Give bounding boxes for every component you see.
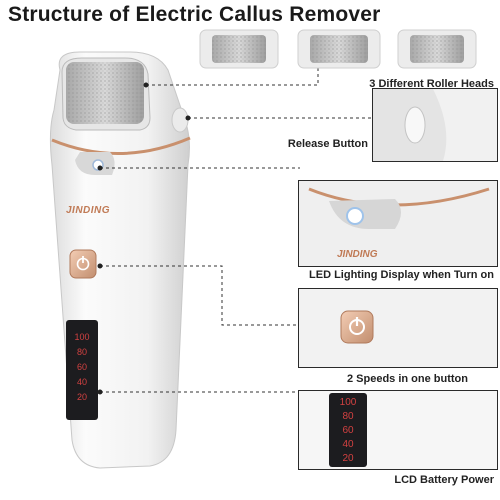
label-led-lighting: LED Lighting Display when Turn on bbox=[309, 269, 494, 281]
battery-lcd-closeup: 100 80 60 40 20 bbox=[329, 393, 367, 467]
label-release-button: Release Button bbox=[287, 138, 368, 150]
speed-button-closeup bbox=[299, 289, 497, 367]
roller-heads bbox=[199, 29, 477, 69]
closeup-level-40: 40 bbox=[342, 439, 354, 450]
panel-release-button bbox=[372, 88, 498, 162]
led-closeup: JINDING bbox=[299, 181, 497, 266]
closeup-level-100: 100 bbox=[339, 397, 357, 408]
closeup-level-20: 20 bbox=[342, 453, 354, 464]
roller-head-2 bbox=[297, 29, 381, 69]
battery-level-80: 80 bbox=[76, 347, 87, 357]
panel-led-lighting: JINDING bbox=[298, 180, 498, 267]
label-roller-heads: 3 Different Roller Heads bbox=[369, 78, 494, 90]
battery-level-100: 100 bbox=[74, 332, 90, 342]
release-button-closeup bbox=[373, 89, 497, 161]
callus-remover-body bbox=[49, 51, 191, 469]
page-title: Structure of Electric Callus Remover bbox=[8, 3, 381, 26]
panel-battery-lcd: 100 80 60 40 20 bbox=[298, 390, 498, 470]
roller-head-3 bbox=[397, 29, 477, 69]
label-battery: LCD Battery Power bbox=[394, 474, 494, 486]
battery-level-60: 60 bbox=[76, 362, 87, 372]
battery-level-40: 40 bbox=[76, 377, 87, 387]
roller-head-1 bbox=[199, 29, 279, 69]
panel-speed-button bbox=[298, 288, 498, 368]
callout-dots bbox=[97, 82, 191, 395]
callout-lines bbox=[100, 62, 372, 393]
closeup-level-80: 80 bbox=[342, 411, 354, 422]
label-speeds: 2 Speeds in one button bbox=[346, 373, 468, 385]
device-brand-logo: JINDING bbox=[66, 205, 111, 216]
closeup-level-60: 60 bbox=[342, 425, 354, 436]
device-battery-display: 100 80 60 40 20 bbox=[69, 332, 95, 422]
battery-level-20: 20 bbox=[76, 392, 87, 402]
panel-brand-logo: JINDING bbox=[337, 249, 378, 260]
